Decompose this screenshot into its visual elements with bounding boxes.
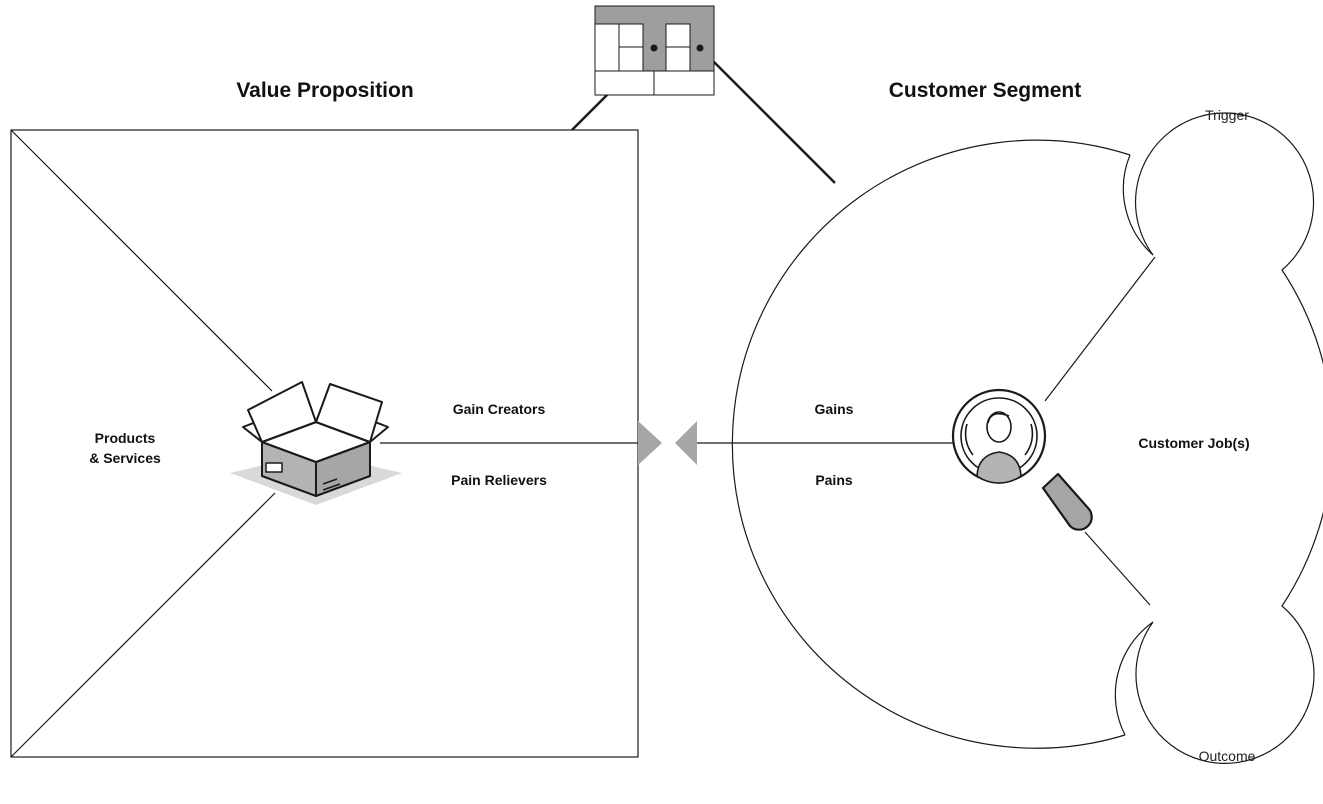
gains-label: Gains <box>815 401 854 417</box>
gain-creators-label: Gain Creators <box>453 401 546 417</box>
canvas-thumbnail-icon <box>594 5 715 96</box>
products-services-label: Products <box>95 430 156 446</box>
product-box-icon <box>230 381 402 505</box>
fit-arrow-icon-left <box>675 421 697 465</box>
customer-divider-lower <box>1084 531 1151 606</box>
connector-line-customer <box>699 47 836 184</box>
customer-jobs-label: Customer Job(s) <box>1138 435 1249 451</box>
pain-relievers-label: Pain Relievers <box>451 472 547 488</box>
diagonal-bottom <box>10 492 276 758</box>
pains-label: Pains <box>815 472 853 488</box>
trigger-label: Trigger <box>1205 107 1249 123</box>
fit-arrow-icon <box>638 421 662 465</box>
products-services-label-line2: & Services <box>89 450 161 466</box>
customer-magnifier-icon <box>951 388 1093 531</box>
customer-divider-upper <box>1044 256 1156 402</box>
outcome-label: Outcome <box>1199 748 1256 764</box>
value-proposition-title: Value Proposition <box>236 79 413 102</box>
diagonal-top <box>10 129 273 392</box>
customer-segment-title: Customer Segment <box>889 79 1082 102</box>
customer-profile-shape <box>697 112 1323 764</box>
